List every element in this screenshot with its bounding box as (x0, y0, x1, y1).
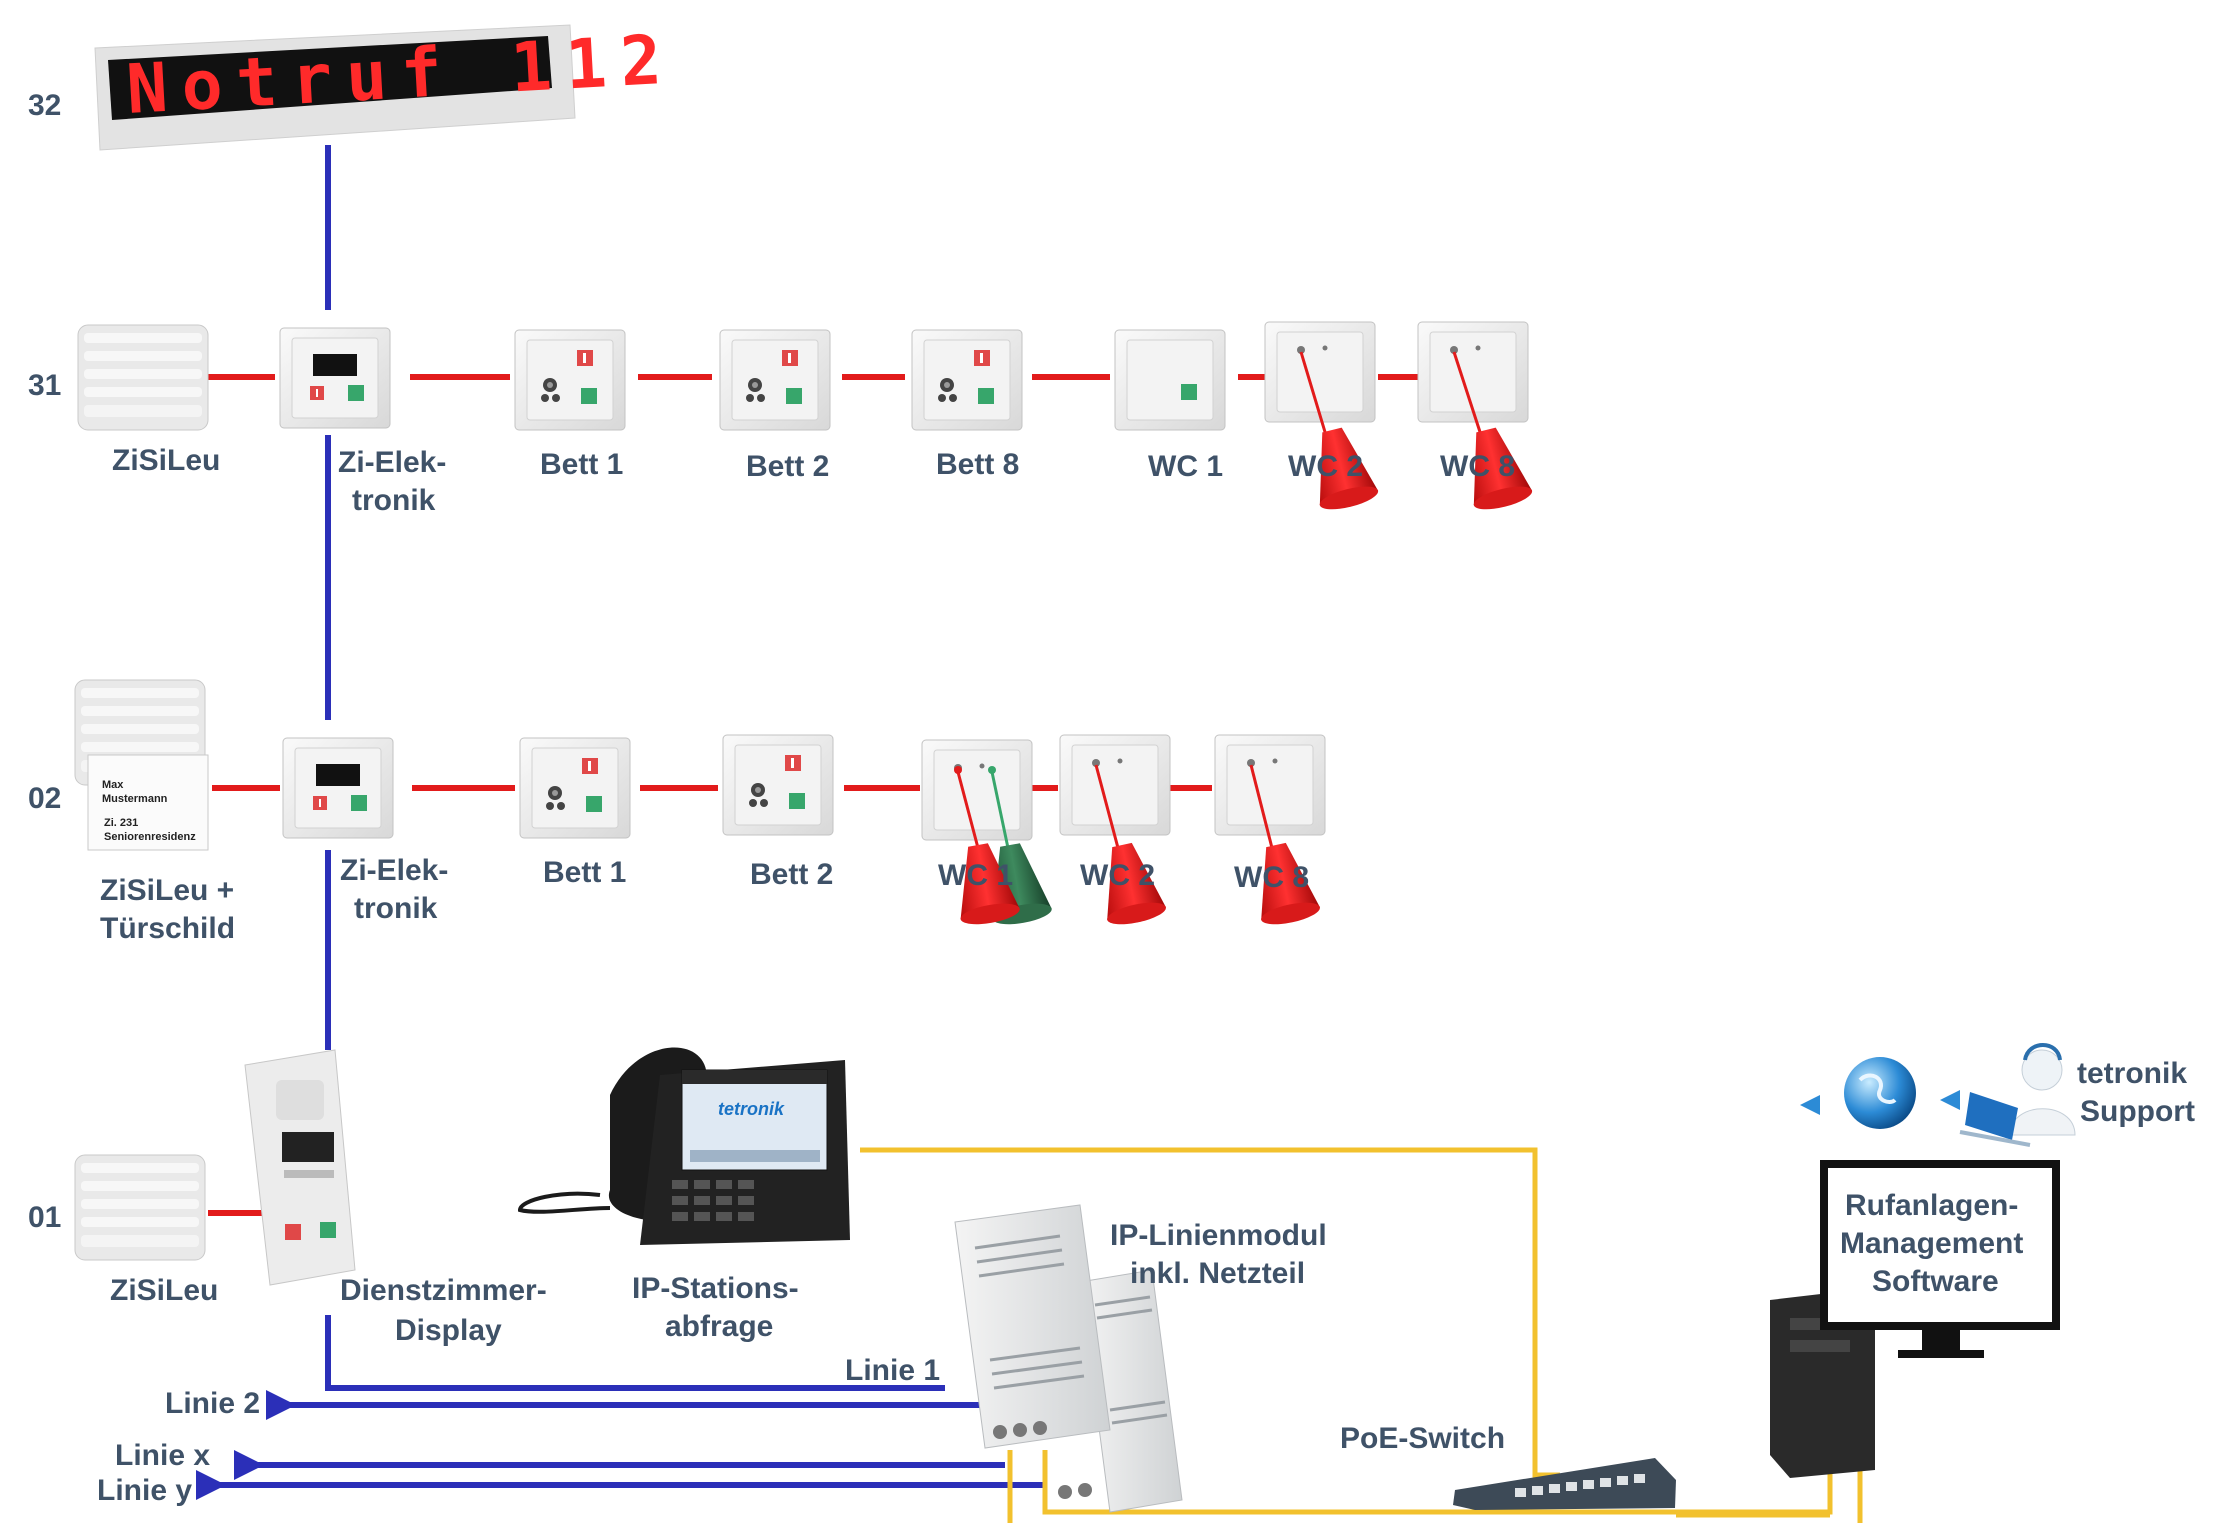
row31-wc1-device (1114, 329, 1226, 431)
row31-bett1-label: Bett 1 (540, 448, 623, 481)
row02-bett2-label: Bett 2 (750, 858, 833, 891)
row31-bett1-device (514, 329, 626, 431)
dienstzimmer-label-2: Display (395, 1314, 502, 1347)
support-label-2: Support (2080, 1095, 2195, 1128)
row31-wc1-label: WC 1 (1148, 450, 1223, 483)
row02-bett1-label: Bett 1 (543, 856, 626, 889)
row02-wc8-device (1214, 734, 1326, 836)
support-label-1: tetronik (2077, 1057, 2187, 1090)
row02-bett1-device (519, 737, 631, 839)
ethernet-lines (860, 1147, 1863, 1523)
bus-lines (196, 145, 1045, 1500)
row02-wc1-label: WC 1 (938, 859, 1013, 892)
row02-bett2-device (722, 734, 834, 836)
row31-zisileu-device (77, 324, 209, 431)
row02-wc2-device (1059, 734, 1171, 836)
ip-module-label-1: IP-Linienmodul (1110, 1219, 1327, 1252)
row02-zisileu-label-1: ZiSiLeu + (100, 874, 234, 907)
row31-zi-elektronik-label-1: Zi-Elek- (338, 446, 446, 479)
poe-switch-label: PoE-Switch (1340, 1422, 1505, 1455)
linie-y-label: Linie y (97, 1474, 192, 1507)
linie-x-label: Linie x (115, 1439, 210, 1472)
support-remote-icon (1800, 1043, 2076, 1147)
dienstzimmer-display-device (244, 1049, 356, 1286)
ip-module-label-2: inkl. Netzteil (1130, 1257, 1305, 1290)
phone-screen-brand: tetronik (718, 1099, 785, 1119)
led-display: Notruf 112 (94, 20, 678, 151)
level-02-label: 02 (28, 782, 61, 815)
linie1-label: Linie 1 (845, 1354, 940, 1387)
row31-wc8-label: WC 8 (1440, 450, 1515, 483)
software-label-3: Software (1872, 1265, 1999, 1298)
doorplate-line-2: Mustermann (102, 793, 168, 805)
poe-switch-device (1453, 1458, 1676, 1510)
doorplate-line-4: Seniorenresidenz (104, 831, 196, 843)
row31-bett8-label: Bett 8 (936, 448, 1019, 481)
level-32-label: 32 (28, 89, 61, 122)
ip-station-label-1: IP-Stations- (632, 1272, 799, 1305)
row31-bett2-label: Bett 2 (746, 450, 829, 483)
software-label-1: Rufanlagen- (1845, 1189, 2018, 1222)
row02-zi-elektronik-label-2: tronik (354, 892, 438, 925)
row31-zisileu-label: ZiSiLeu (112, 444, 220, 477)
row02-zi-elektronik-device (282, 737, 394, 839)
linie2-label: Linie 2 (165, 1387, 260, 1420)
dienstzimmer-label-1: Dienstzimmer- (340, 1274, 547, 1307)
row31-wc2-device (1264, 321, 1376, 423)
row02-zi-elektronik-label-1: Zi-Elek- (340, 854, 448, 887)
row02-zisileu-doorplate-device: Max Mustermann Zi. 231 Seniorenresidenz (74, 679, 209, 851)
level-01-label: 01 (28, 1201, 61, 1234)
row02-wc1-device (921, 739, 1033, 841)
row02-wc8-label: WC 8 (1234, 861, 1309, 894)
ip-station-label-2: abfrage (665, 1310, 773, 1343)
row02-zisileu-label-2: Türschild (100, 912, 235, 945)
row31-wc2-label: WC 2 (1288, 450, 1363, 483)
row31-zi-elektronik-device (279, 327, 391, 429)
monitor-device (1820, 1160, 2060, 1358)
led-display-text: Notruf 112 (125, 20, 678, 130)
ip-line-module-device (954, 1204, 1183, 1513)
software-label-2: Management (1840, 1227, 2023, 1260)
doorplate-line-1: Max (102, 779, 124, 791)
doorplate-line-3: Zi. 231 (104, 817, 138, 829)
row31-zi-elektronik-label-2: tronik (352, 484, 436, 517)
row31-bett2-device (719, 329, 831, 431)
row02-wc2-label: WC 2 (1080, 859, 1155, 892)
row31-bett8-device (911, 329, 1023, 431)
row01-zisileu-device (74, 1154, 206, 1261)
level-31-label: 31 (28, 369, 61, 402)
ip-station-phone-device: tetronik (517, 1047, 850, 1245)
row01-zisileu-label: ZiSiLeu (110, 1274, 218, 1307)
room-lines (208, 374, 1425, 1216)
